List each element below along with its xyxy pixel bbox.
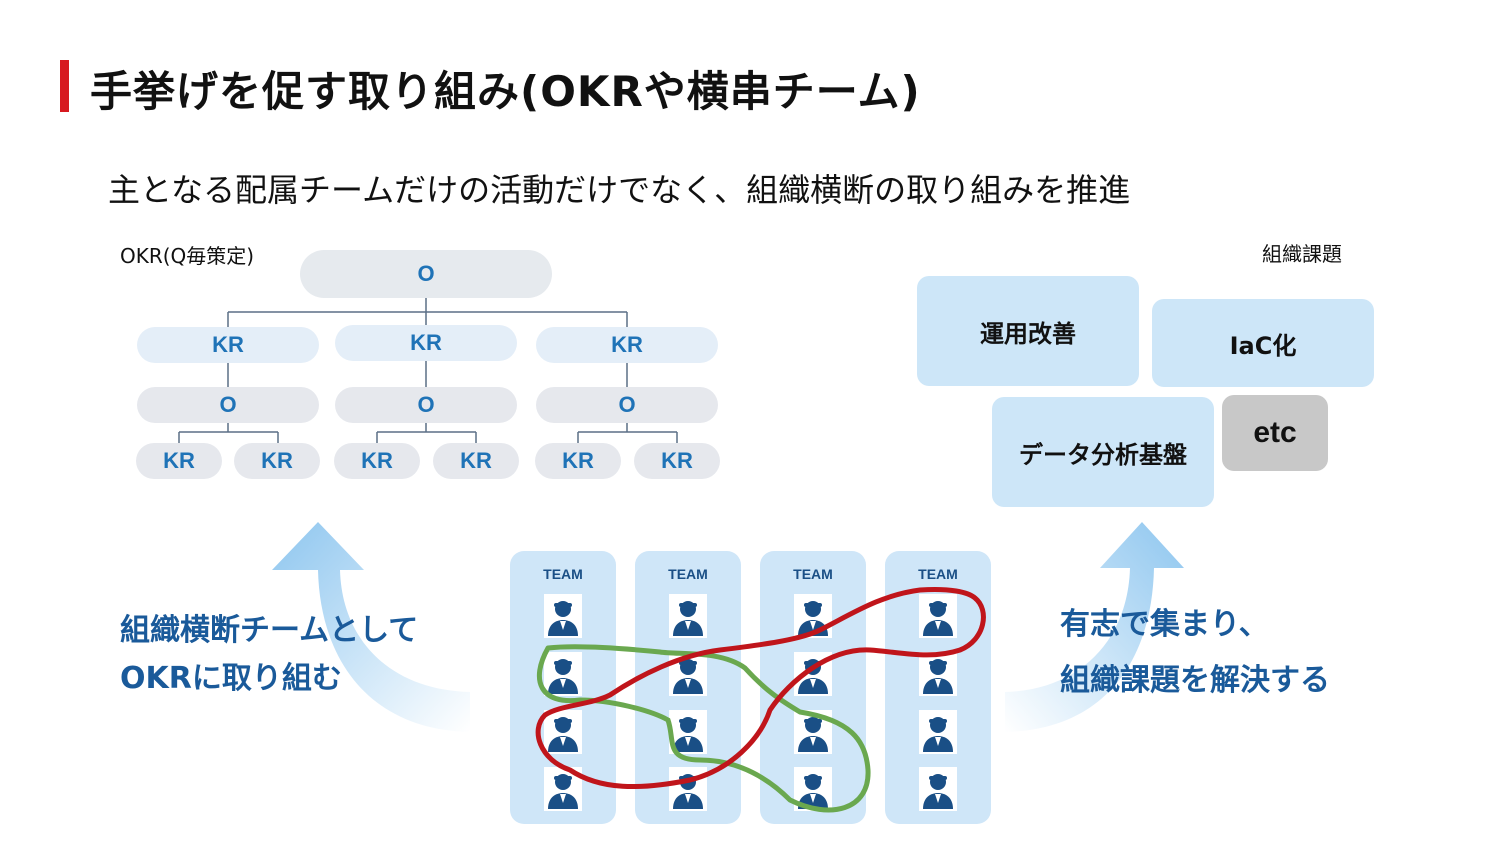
person-icon: [669, 710, 707, 754]
person-icon: [544, 767, 582, 811]
okr-leaf-kr: KR: [535, 443, 621, 479]
okr-kr-3: KR: [536, 327, 718, 363]
issues-label: 組織課題: [1262, 242, 1342, 266]
person-icon: [919, 652, 957, 696]
right-caption: 有志で集まり、 組織課題を解決する: [1060, 597, 1330, 709]
issue-data-platform: データ分析基盤: [992, 397, 1214, 507]
left-caption: 組織横断チームとして OKRに取り組む: [120, 607, 418, 703]
right-caption-line-1: 有志で集まり、: [1060, 607, 1269, 642]
right-caption-line-2: 組織課題を解決する: [1060, 663, 1330, 698]
person-icon: [919, 594, 957, 638]
title-accent-bar: [60, 60, 69, 112]
okr-kr-2: KR: [335, 325, 517, 361]
up-arrow-left-icon: [272, 522, 470, 732]
person-icon: [544, 652, 582, 696]
issue-iac: IaC化: [1152, 299, 1374, 387]
page-subtitle: 主となる配属チームだけの活動だけでなく、組織横断の取り組みを推進: [108, 171, 1131, 209]
person-icon: [919, 767, 957, 811]
person-icon: [544, 710, 582, 754]
okr-label: OKR(Q毎策定): [120, 244, 255, 268]
up-arrow-right-icon: [1005, 522, 1184, 732]
red-loop: [535, 587, 986, 790]
issue-etc: etc: [1222, 395, 1328, 471]
team-label: TEAM: [793, 566, 833, 582]
page-title: 手挙げを促す取り組み(OKRや横串チーム): [90, 67, 921, 116]
okr-leaf-kr: KR: [634, 443, 720, 479]
issue-operations: 運用改善: [917, 276, 1139, 386]
person-icon: [669, 594, 707, 638]
okr-objective-2: O: [335, 387, 517, 423]
left-caption-line-2: OKRに取り組む: [120, 661, 342, 696]
okr-kr-1: KR: [137, 327, 319, 363]
okr-objective-3: O: [536, 387, 718, 423]
green-loop: [537, 644, 871, 813]
person-icon: [544, 594, 582, 638]
okr-leaf-kr: KR: [234, 443, 320, 479]
okr-leaf-kr: KR: [334, 443, 420, 479]
team-label: TEAM: [668, 566, 708, 582]
left-caption-line-1: 組織横断チームとして: [120, 613, 419, 648]
okr-objective-1: O: [137, 387, 319, 423]
okr-leaf-kr: KR: [136, 443, 222, 479]
team-column: TEAM: [510, 551, 616, 824]
person-icon: [919, 710, 957, 754]
okr-top-objective: O: [300, 250, 552, 298]
team-label: TEAM: [918, 566, 958, 582]
team-label: TEAM: [543, 566, 583, 582]
okr-leaf-kr: KR: [433, 443, 519, 479]
team-column: TEAM: [760, 551, 866, 824]
